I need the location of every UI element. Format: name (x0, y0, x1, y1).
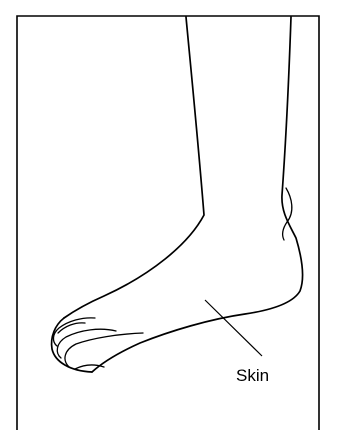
diagram-frame (17, 16, 319, 430)
skin-label: Skin (236, 367, 269, 384)
big-toe-outline (52, 318, 92, 372)
foot-front-outline (64, 17, 204, 318)
skin-leader-line (205, 300, 262, 356)
foot-icon (52, 17, 303, 372)
foot-back-outline (92, 17, 303, 372)
big-toenail (75, 365, 104, 369)
